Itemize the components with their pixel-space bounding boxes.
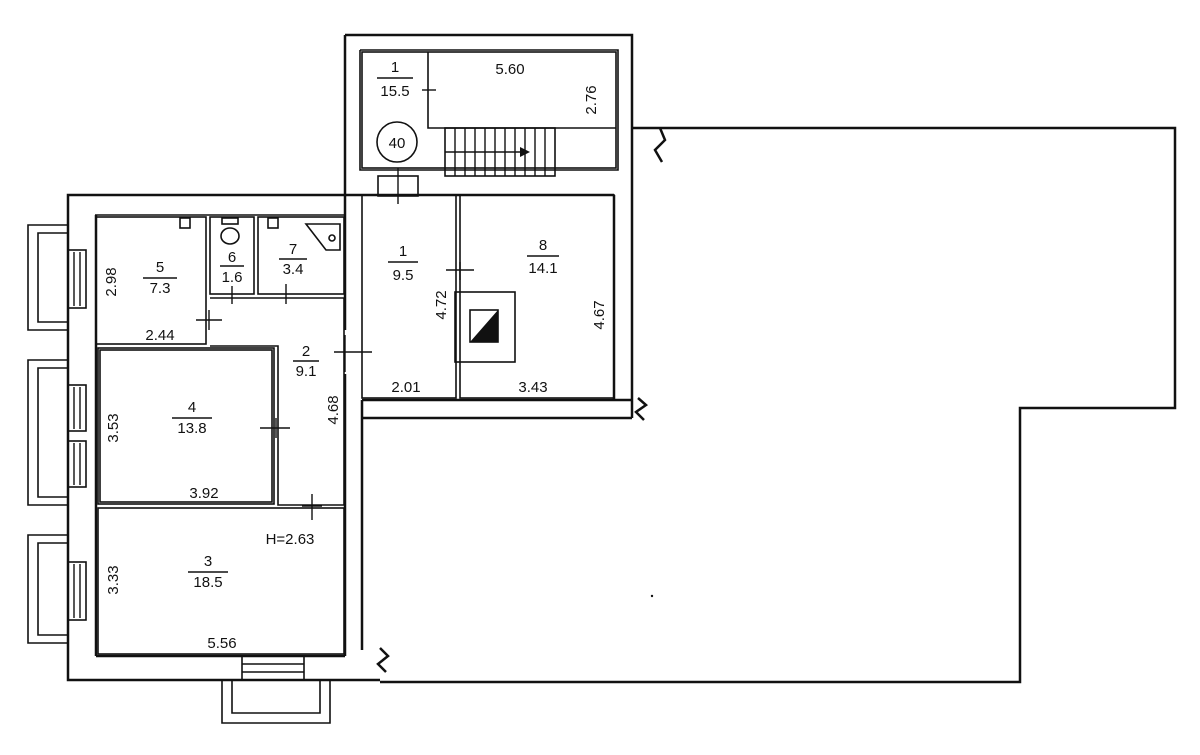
room-2-hall: 2 9.1 4.68	[210, 297, 345, 520]
chimney-icon	[470, 310, 498, 342]
dim-label: 5.56	[207, 635, 236, 652]
toilet-icon	[220, 227, 240, 245]
room-1-corridor: 1 9.5 4.72 2.01	[334, 194, 457, 399]
dim-label: 3.43	[518, 379, 547, 396]
room-label-area: 9.5	[393, 267, 414, 284]
room-label-num: 8	[539, 237, 547, 254]
dim-label: 3.53	[105, 413, 122, 442]
dim-label: 2.01	[391, 379, 420, 396]
dim-label: 3.92	[189, 485, 218, 502]
room-label-num: 6	[228, 249, 236, 266]
window-bays	[27, 224, 87, 644]
room-7-bathroom: 7 3.4	[257, 216, 345, 304]
room-label-area: 18.5	[193, 574, 222, 591]
room-label-num: 7	[289, 241, 297, 258]
room-label-area: 3.4	[283, 261, 304, 278]
room-3: H=2.63 3 18.5 3.33 5.56	[97, 507, 345, 655]
room-1-staircase: 40 1 15.5 5.60 2.76	[361, 51, 617, 204]
dim-label: 2.98	[103, 267, 120, 296]
room-4: 4 13.8 3.53 3.92	[97, 347, 275, 505]
dim-label: 2.76	[583, 85, 600, 114]
dim-label: 4.68	[325, 395, 342, 424]
room-label-num: 1	[391, 59, 399, 76]
room-label-num: 3	[204, 553, 212, 570]
room-label-area: 13.8	[177, 420, 206, 437]
room-6-wc: 6 1.6	[209, 216, 255, 304]
dim-label: 5.60	[495, 61, 524, 78]
dim-label: 3.33	[105, 565, 122, 594]
room-8: 8 14.1 4.67 3.43	[446, 194, 615, 399]
room-label-area: 7.3	[150, 280, 171, 297]
entrance-porch	[221, 655, 331, 724]
room-label-area: 15.5	[380, 83, 409, 100]
room-5: 5 7.3 2.98 2.44	[95, 216, 222, 345]
room-label-area: 9.1	[296, 363, 317, 380]
room-label-area: 14.1	[528, 260, 557, 277]
room-label-num: 4	[188, 399, 196, 416]
dim-label: 4.72	[433, 290, 450, 319]
height-label: H=2.63	[266, 531, 315, 548]
building-outline	[66, 33, 634, 682]
room-label-area: 1.6	[222, 269, 243, 286]
room-label-num: 5	[156, 259, 164, 276]
marker-circle-icon	[376, 121, 418, 163]
room-label-num: 1	[399, 243, 407, 260]
marker-label: 40	[389, 135, 406, 152]
room-label-num: 2	[302, 343, 310, 360]
shower-icon	[304, 223, 341, 251]
dim-label: 2.44	[145, 327, 174, 344]
dim-label: 4.67	[591, 300, 608, 329]
adjacent-premises-outline	[376, 126, 1177, 684]
